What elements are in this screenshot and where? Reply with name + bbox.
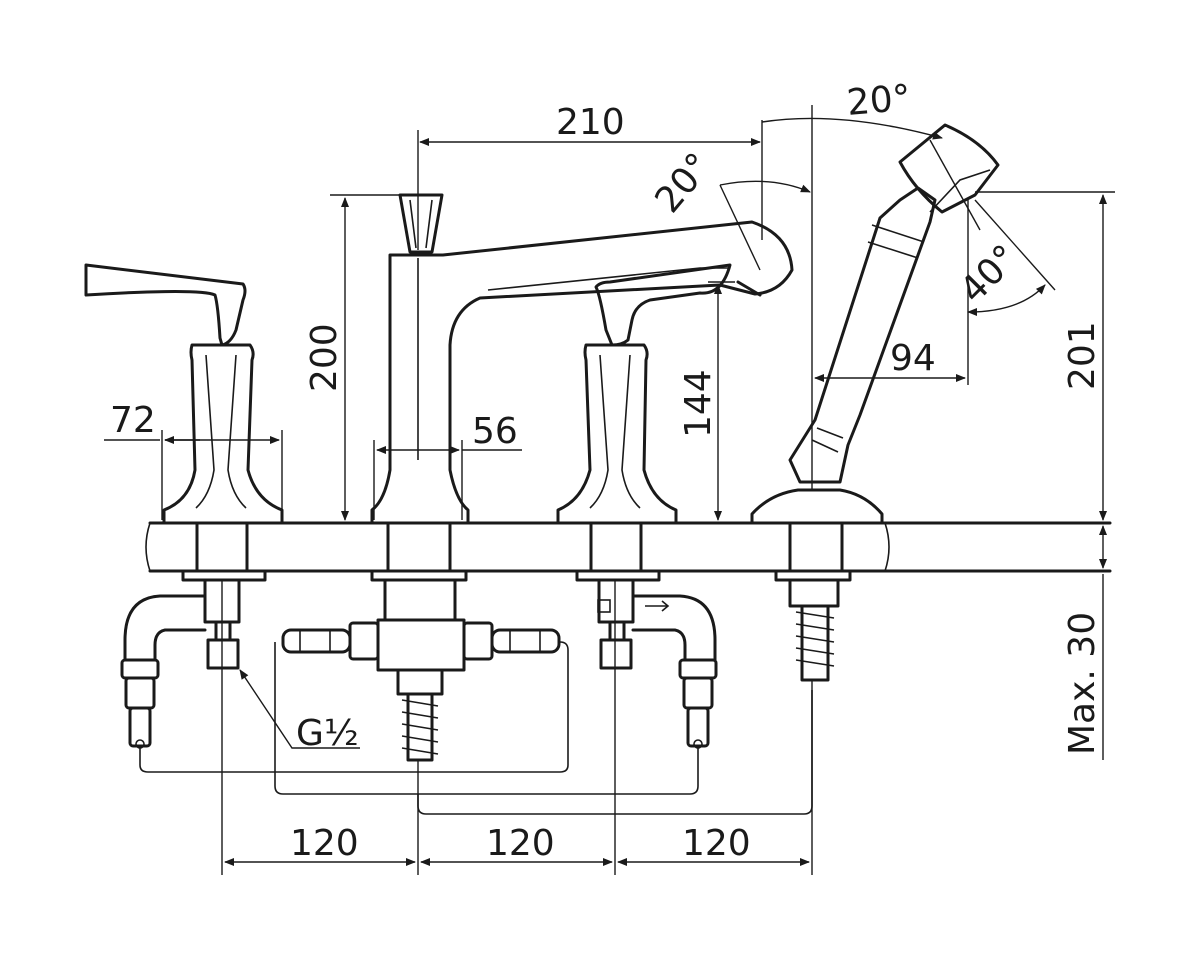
dim-spout-reach: 210 xyxy=(556,102,625,143)
dim-spout-angle: 20° xyxy=(647,146,719,221)
dim-spout-height: 200 xyxy=(304,323,345,392)
dim-handle-width: 72 xyxy=(110,400,156,441)
dimension-labels: 210 20° 20° 40° 94 201 Max. 30 200 144 7… xyxy=(110,78,1103,864)
dim-spout-base-width: 56 xyxy=(472,411,518,452)
dim-handshower-offset: 94 xyxy=(890,338,936,379)
dim-handshower-angle-side: 40° xyxy=(952,237,1026,311)
hand-shower xyxy=(750,123,1000,682)
right-handle-valve xyxy=(556,263,732,749)
dim-handshower-angle-top: 20° xyxy=(845,78,912,124)
center-spout xyxy=(281,193,794,762)
dimension-lines xyxy=(104,105,1115,875)
dim-connection-thread: G½ xyxy=(296,713,359,754)
dim-spacing-3: 120 xyxy=(682,823,751,864)
dim-outlet-height: 144 xyxy=(678,369,719,438)
dim-max-deck-thickness: Max. 30 xyxy=(1062,612,1103,755)
dim-spacing-1: 120 xyxy=(290,823,359,864)
dim-handshower-height: 201 xyxy=(1062,321,1103,390)
deck-plate xyxy=(145,521,1112,573)
left-handle-valve xyxy=(84,263,284,749)
dim-spacing-2: 120 xyxy=(486,823,555,864)
